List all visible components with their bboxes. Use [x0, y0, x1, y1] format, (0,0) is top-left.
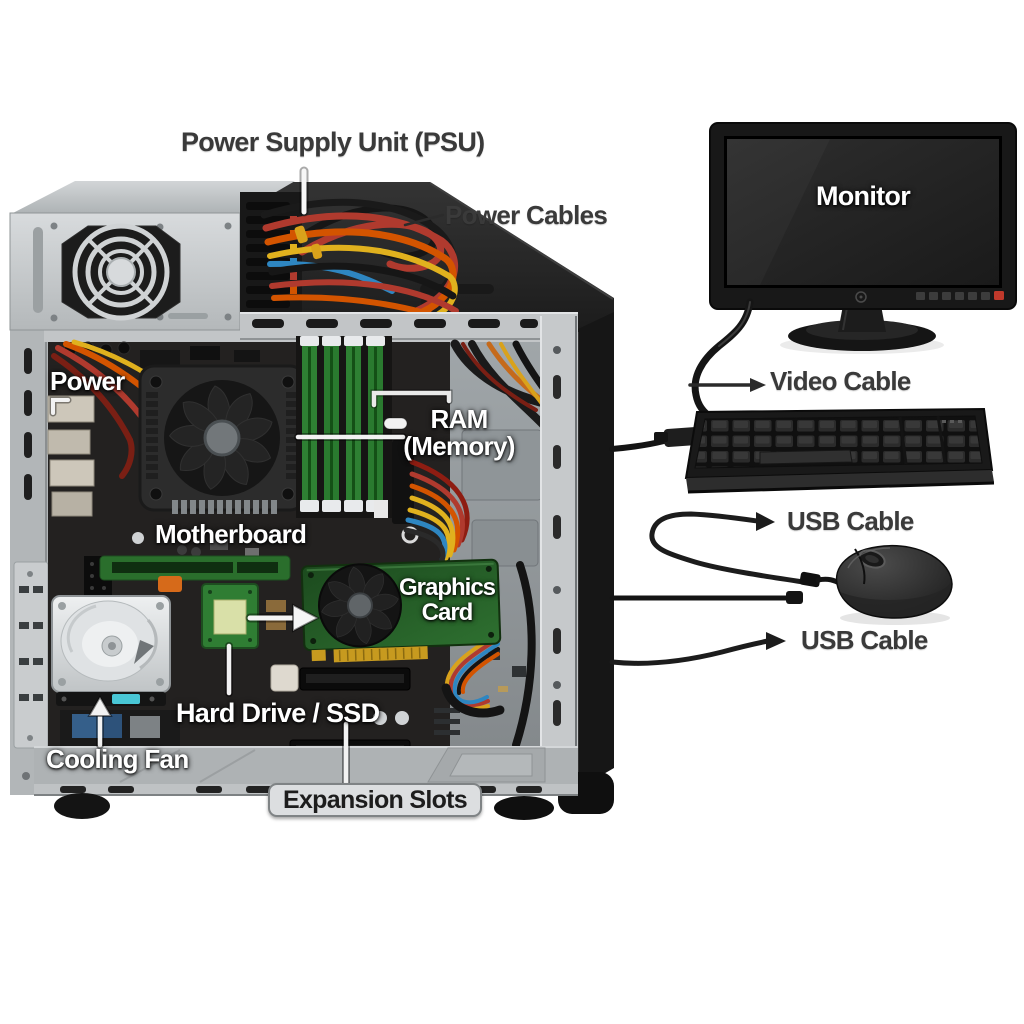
gpu-illustration: [300, 558, 502, 663]
keyboard-illustration: [654, 407, 995, 494]
monitor-power-button: [994, 291, 1004, 300]
label-usb-cable-top: USB Cable: [787, 506, 914, 536]
gpu-arrowhead-icon: [292, 603, 321, 633]
keyboard-cable-illustration: [609, 438, 667, 452]
ram-illustration: [296, 336, 392, 518]
cpu-chip-illustration: [201, 583, 259, 649]
label-motherboard: Motherboard: [155, 519, 307, 549]
label-ram-line1: RAM: [430, 404, 488, 434]
case-top-vent-strip: [240, 312, 578, 340]
case-interior: [47, 336, 578, 759]
label-power: Power: [50, 366, 125, 396]
hdd-illustration: [51, 595, 180, 746]
psu-illustration: [9, 181, 302, 331]
label-ram: RAM (Memory): [398, 404, 520, 462]
power-cables-illustration: [260, 198, 462, 327]
video-cable-illustration: [691, 298, 754, 422]
label-graphics-card-line2: Card: [421, 599, 474, 627]
psu-fan-icon: [61, 223, 181, 321]
label-graphics-card-line1: Graphics: [398, 574, 496, 601]
label-usb-cable-bottom: USB Cable: [801, 625, 928, 655]
label-expansion-slots: Expansion Slots: [268, 783, 482, 818]
ram-dash: [383, 417, 408, 430]
video-cable-arrowhead-icon: [750, 378, 766, 392]
label-power-cables: Power Cables: [445, 200, 608, 230]
annotations: [49, 166, 766, 788]
cooling-fan-arrowhead-icon: [87, 695, 113, 717]
cpu-cooler-illustration: [138, 364, 306, 514]
usb-cable-bottom-arrowhead-icon: [766, 632, 786, 650]
label-cooling-fan: Cooling Fan: [46, 744, 189, 774]
case-bottom: [34, 746, 578, 820]
label-psu: Power Supply Unit (PSU): [181, 127, 485, 157]
usb-cable-top-illustration: [649, 511, 813, 586]
case-right-frame: [540, 314, 578, 794]
monitor-illustration: [709, 122, 1017, 354]
label-monitor: Monitor: [815, 181, 911, 211]
peripheral-cables: [609, 298, 813, 666]
label-hard-drive: Hard Drive / SSD: [176, 698, 380, 728]
usb-cable-top-arrowhead-icon: [756, 512, 775, 531]
power-cables-pointer-line: [403, 213, 445, 227]
usb-cable-bottom-illustration: [609, 638, 771, 666]
mouse-illustration: [799, 544, 953, 625]
label-ram-line2: (Memory): [403, 431, 515, 462]
label-graphics-card: Graphics Card: [386, 574, 508, 627]
label-video-cable: Video Cable: [770, 366, 911, 396]
